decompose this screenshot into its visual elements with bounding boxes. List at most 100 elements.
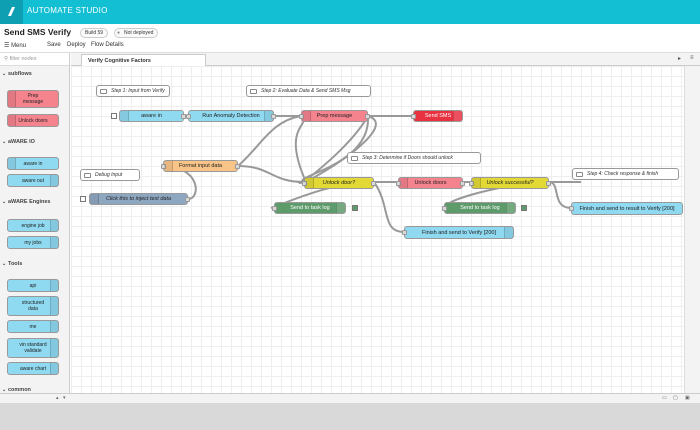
- palette-node-vin-standard-validate[interactable]: vin standard validate: [7, 338, 59, 358]
- inject-button-icon[interactable]: [80, 196, 86, 202]
- deploy-status-badge: ● Not deployed: [114, 28, 159, 38]
- input-port[interactable]: [299, 113, 304, 119]
- sidebar-scroll-up-icon[interactable]: ▴: [56, 395, 59, 401]
- scroll-right-icon[interactable]: ▸: [678, 56, 682, 62]
- palette-node-my-jobs[interactable]: my jobs: [7, 236, 59, 249]
- input-port[interactable]: [469, 180, 474, 186]
- category-aware-engines[interactable]: ⌄aWARE Engines: [0, 199, 69, 205]
- palette-node-label: my jobs: [24, 239, 42, 246]
- input-port[interactable]: [442, 205, 447, 211]
- node-finish-verify-200[interactable]: Finish and send to Verify [200]: [402, 226, 514, 239]
- palette-node-unlock-doors[interactable]: Unlock doors: [7, 114, 59, 127]
- aware-icon: [50, 280, 58, 291]
- output-port[interactable]: [235, 163, 240, 169]
- log-toggle-icon[interactable]: [521, 205, 527, 211]
- flow-details-button[interactable]: Flow Details: [91, 42, 124, 48]
- comment-icon: [100, 89, 107, 94]
- aware-icon: [50, 363, 58, 374]
- zoom-in-icon[interactable]: ▣: [685, 395, 690, 401]
- palette-node-label: Prep message: [22, 93, 44, 105]
- comment-text: Step 4: Check response & finish: [587, 171, 659, 177]
- palette-node-aware-in[interactable]: aware in: [7, 157, 59, 170]
- comment-text: Step 3: Determine if Doors should unlock: [362, 155, 453, 161]
- input-port[interactable]: [569, 206, 574, 211]
- input-port[interactable]: [186, 113, 191, 119]
- input-port[interactable]: [411, 113, 416, 119]
- input-port[interactable]: [396, 180, 401, 186]
- node-unlock-doors[interactable]: Unlock doors: [396, 177, 465, 189]
- node-label: Finish and send to Verify [200]: [422, 229, 496, 236]
- category-label: Tools: [8, 261, 23, 267]
- node-inject-test-data[interactable]: Click this to inject test data: [89, 193, 190, 205]
- wire: [237, 115, 302, 167]
- log-icon: [336, 203, 345, 213]
- chevron-down-icon: ⌄: [2, 199, 7, 205]
- output-port[interactable]: [185, 196, 190, 202]
- output-port[interactable]: [365, 113, 370, 119]
- output-port[interactable]: [460, 180, 465, 186]
- output-port[interactable]: [181, 113, 186, 119]
- category-subflows[interactable]: ⌄subflows: [0, 71, 69, 77]
- node-label: Format input data: [178, 163, 223, 169]
- flow-canvas[interactable]: Step 1: Input from Verify Step 2: Evalua…: [71, 66, 684, 393]
- chevron-down-icon: ⌄: [2, 387, 7, 393]
- comment-step1[interactable]: Step 1: Input from Verify: [96, 85, 170, 97]
- sidebar-scroll-down-icon[interactable]: ▾: [63, 395, 66, 401]
- node-aware-in[interactable]: aware in: [119, 110, 186, 122]
- input-port[interactable]: [272, 205, 277, 211]
- category-tools[interactable]: ⌄Tools: [0, 261, 69, 267]
- aware-icon: [120, 111, 129, 121]
- deploy-button[interactable]: Deploy: [67, 42, 86, 48]
- vertical-scrollbar[interactable]: [684, 66, 700, 393]
- input-port[interactable]: [161, 163, 166, 169]
- palette-node-me[interactable]: me: [7, 320, 59, 333]
- status-dot-icon: ●: [117, 30, 121, 36]
- subflow-icon: [8, 115, 16, 126]
- hamburger-icon: ☰: [4, 43, 10, 49]
- category-common[interactable]: ⌄common: [0, 387, 69, 393]
- input-port[interactable]: [402, 230, 407, 235]
- node-label: Run Anomaly Detection: [202, 113, 260, 119]
- node-unlock-door-switch[interactable]: Unlock door?: [302, 177, 376, 189]
- node-prep-message[interactable]: Prep message: [299, 110, 370, 122]
- output-port[interactable]: [271, 113, 276, 119]
- zoom-out-icon[interactable]: ▭: [662, 395, 667, 401]
- node-format-input-data[interactable]: Format input data: [161, 160, 240, 172]
- zoom-reset-icon[interactable]: ▢: [673, 395, 678, 401]
- node-send-to-task-log-2[interactable]: Send to task log: [442, 202, 516, 214]
- filter-nodes-input[interactable]: ⚲ filter nodes: [0, 53, 69, 66]
- palette-node-aware-out[interactable]: aware out: [7, 174, 59, 187]
- list-icon[interactable]: ≡: [690, 55, 694, 61]
- node-send-to-task-log-1[interactable]: Send to task log: [272, 202, 346, 214]
- output-port[interactable]: [371, 180, 376, 186]
- comment-icon: [576, 172, 583, 177]
- comment-step3[interactable]: Step 3: Determine if Doors should unlock: [347, 152, 481, 164]
- node-send-sms[interactable]: Send SMS: [411, 110, 463, 122]
- palette-node-api[interactable]: api: [7, 279, 59, 292]
- input-port[interactable]: [302, 180, 307, 186]
- comment-text: Debug Input: [95, 172, 123, 178]
- palette-node-prep-message[interactable]: Prep message: [7, 90, 59, 108]
- footer-band: [0, 403, 700, 430]
- palette-node-engine-job[interactable]: engine job: [7, 219, 59, 232]
- comment-step4[interactable]: Step 4: Check response & finish: [572, 168, 679, 180]
- menu-button[interactable]: ☰ Menu: [4, 42, 26, 49]
- output-port[interactable]: [546, 180, 551, 186]
- palette-node-aware-chart[interactable]: aware chart: [7, 362, 59, 375]
- node-run-anomaly-detection[interactable]: Run Anomaly Detection: [186, 110, 276, 122]
- comment-debug-input[interactable]: Debug Input: [80, 169, 140, 181]
- save-button[interactable]: Save: [47, 42, 61, 48]
- log-icon: [506, 203, 515, 213]
- node-label: Unlock doors: [414, 180, 447, 186]
- node-palette: ⚲ filter nodes ⌄subflows Prep message Un…: [0, 53, 70, 393]
- palette-node-structured-data[interactable]: structured data: [7, 296, 59, 316]
- category-aware-io[interactable]: ⌄aWARE IO: [0, 139, 69, 145]
- node-finish-result-verify-200[interactable]: Finish and send to result to Verify [200…: [569, 202, 683, 215]
- log-toggle-icon[interactable]: [352, 205, 358, 211]
- node-unlock-successful-switch[interactable]: Unlock successful?: [469, 177, 551, 189]
- comment-step2[interactable]: Step 2: Evaluate Data & Send SMS Msg: [246, 85, 371, 97]
- wire: [301, 115, 370, 183]
- wire: [237, 165, 305, 183]
- app-logo[interactable]: [0, 0, 23, 24]
- tab-verify-cognitive-factors[interactable]: Verify Cognitive Factors: [81, 54, 206, 66]
